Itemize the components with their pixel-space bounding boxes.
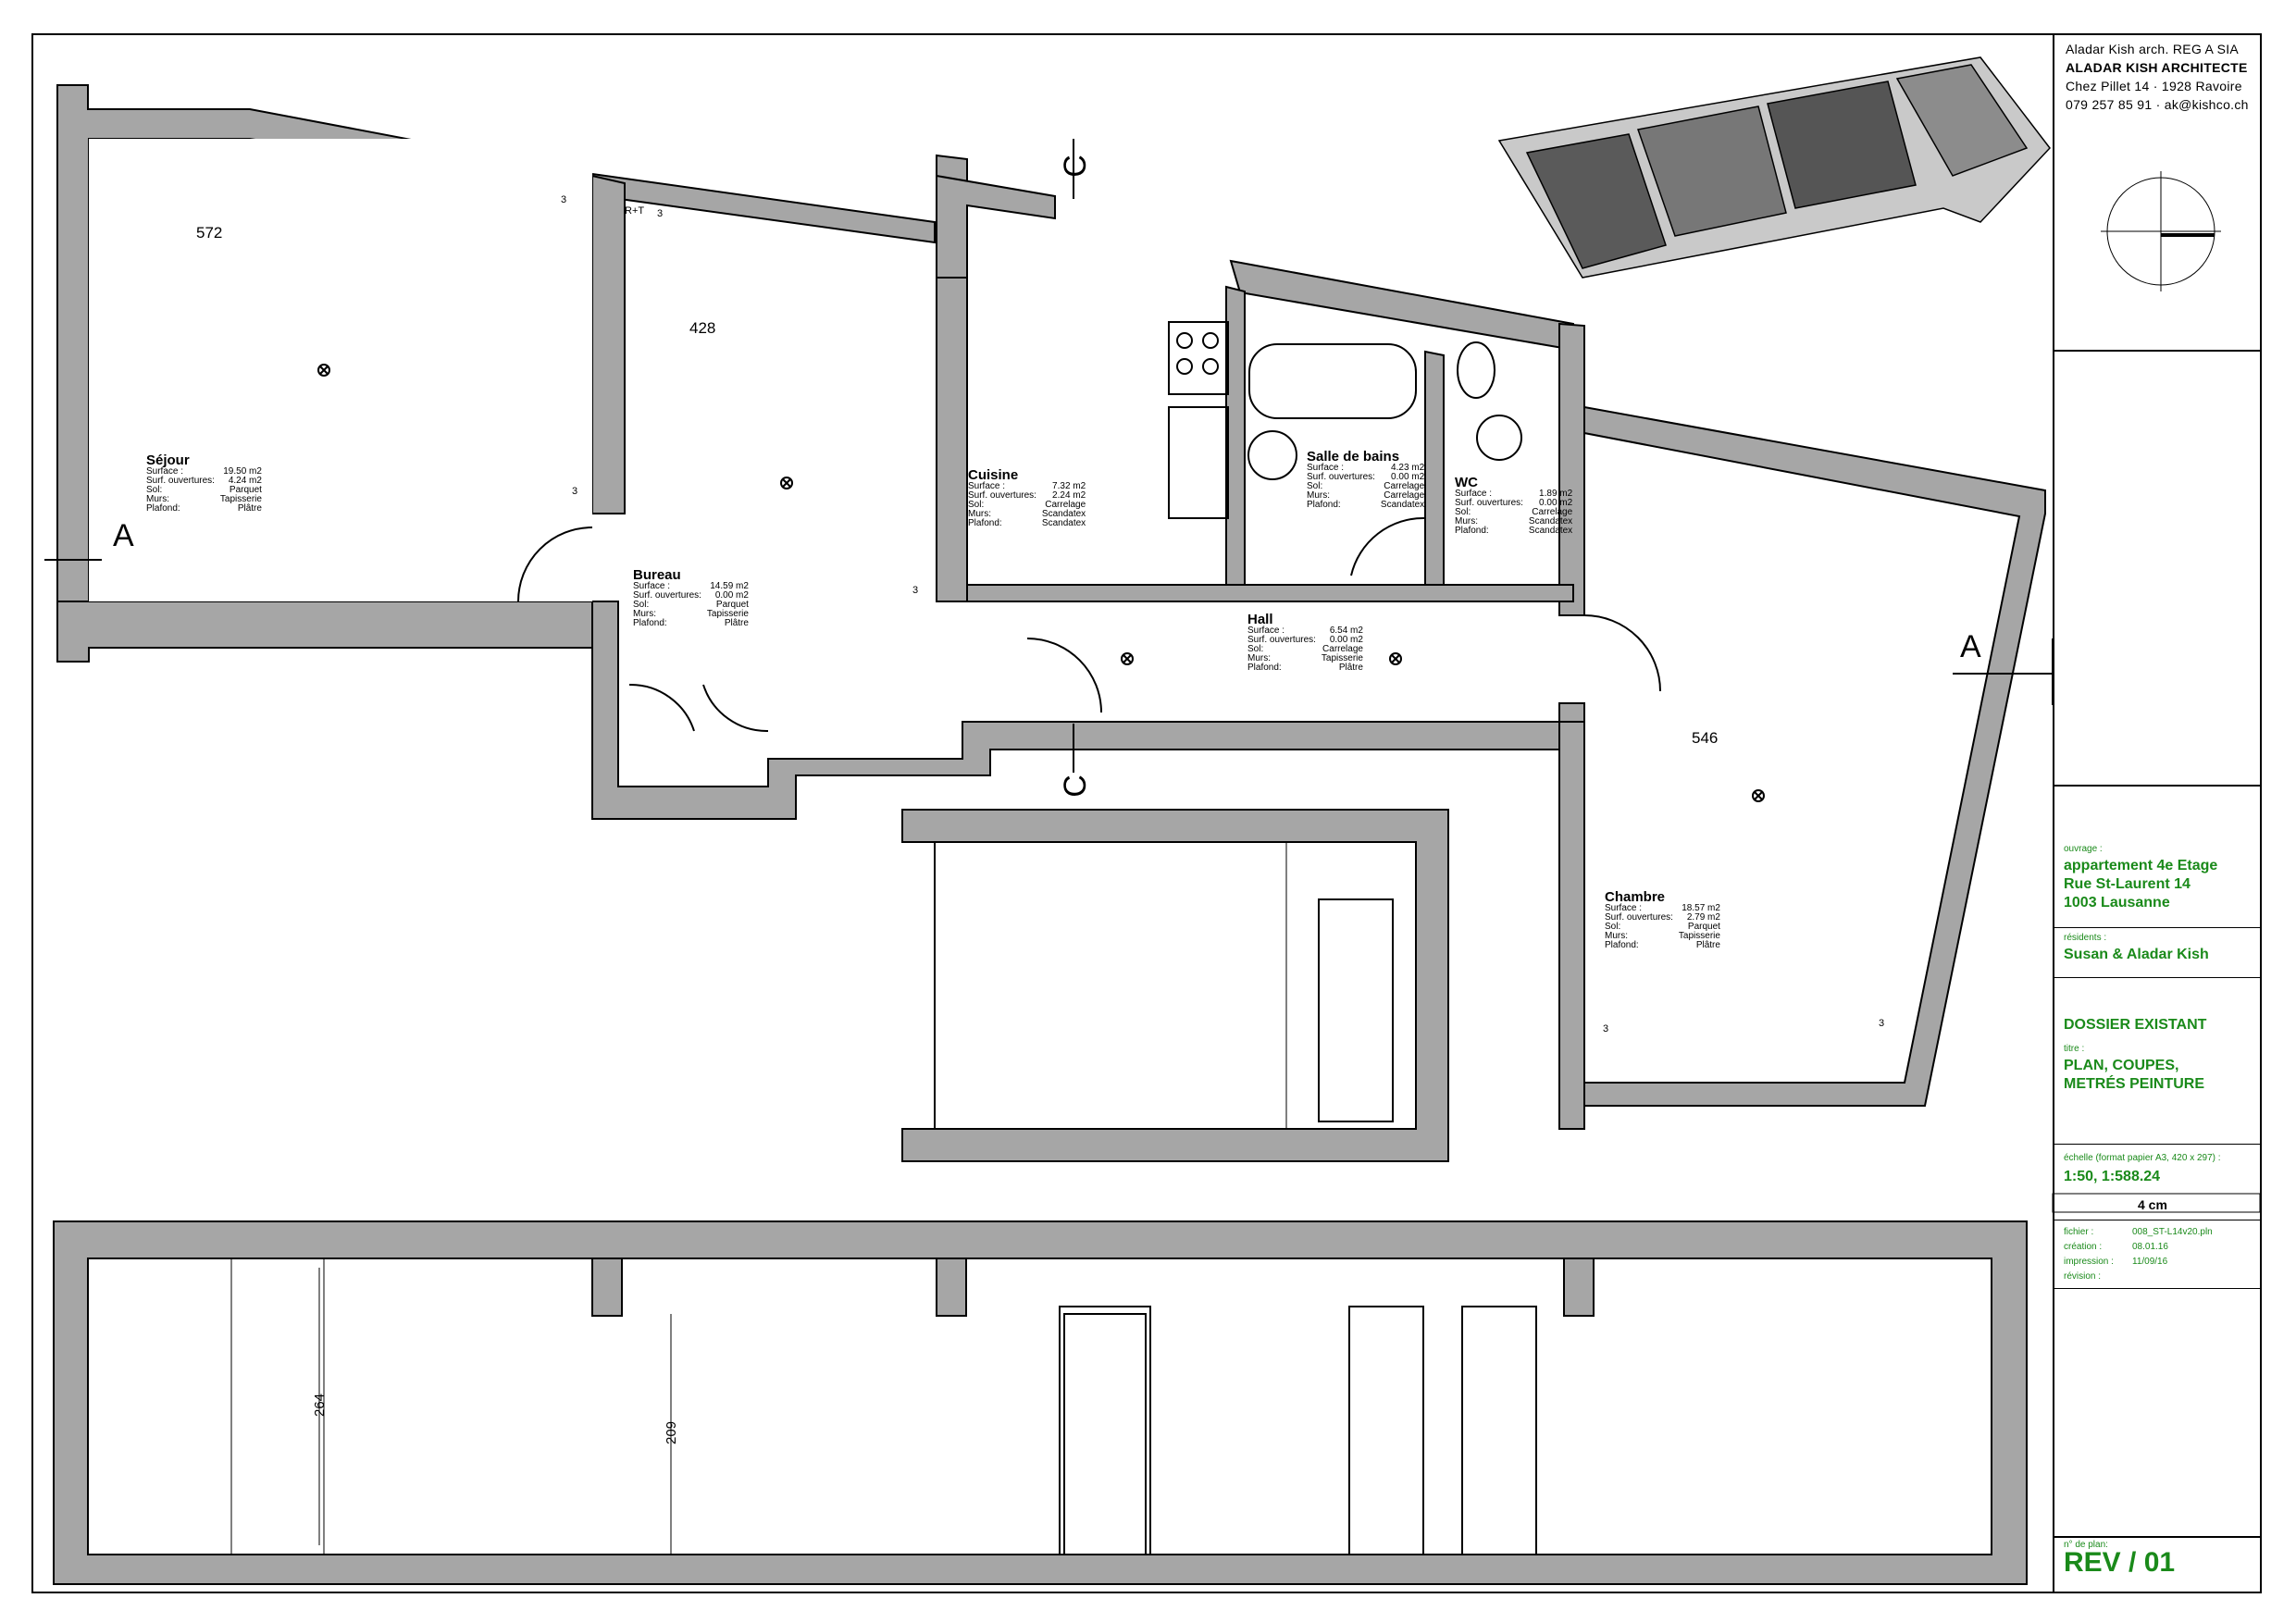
- architect-line-1: Aladar Kish arch. REG A SIA: [2066, 42, 2240, 56]
- toilet: [1457, 341, 1496, 399]
- wall-wc-chambre: [1558, 322, 1585, 616]
- echelle-value: 1:50, 1:588.24: [2064, 1169, 2161, 1184]
- section-a-pillar-1: [591, 1258, 623, 1317]
- wall-kitchen-north: [936, 174, 1056, 279]
- wc-sink: [1476, 415, 1522, 461]
- dim-sejour-length: 572: [196, 224, 223, 242]
- section-mark-c-top: C: [1057, 155, 1093, 178]
- outlet-rt: R+T: [625, 205, 645, 217]
- room-label-hall: Hall Surface :6.54 m2 Surf. ouvertures:0…: [1247, 612, 1363, 673]
- outlet-count: 3: [1879, 1018, 1885, 1029]
- residents-label: résidents :: [2064, 933, 2107, 943]
- room-name: WC: [1455, 475, 1478, 490]
- kitchen-sink: [1168, 406, 1229, 519]
- plan-number-value: REV / 01: [2064, 1547, 2176, 1578]
- ouvrage-line-1: appartement 4e Etage: [2064, 858, 2218, 873]
- room-name: Hall: [1247, 612, 1273, 627]
- section-a-pillar-3: [1563, 1258, 1595, 1317]
- outlet-count: 3: [912, 585, 919, 596]
- room-label-chambre: Chambre Surface :18.57 m2 Surf. ouvertur…: [1605, 889, 1720, 950]
- door-hall-arc: [1026, 638, 1102, 713]
- section-mark-c-bottom: C: [1057, 774, 1093, 798]
- section-a-door-1-inner: [1063, 1313, 1147, 1555]
- impression-value: 11/09/16: [2132, 1257, 2168, 1267]
- section-a-pillar-2: [936, 1258, 967, 1317]
- dossier-value: DOSSIER EXISTANT: [2064, 1017, 2207, 1033]
- residents-value: Susan & Aladar Kish: [2064, 947, 2209, 962]
- titre-label: titre :: [2064, 1044, 2085, 1054]
- wall-bath-wc: [1424, 350, 1445, 586]
- stove: [1168, 321, 1229, 395]
- door-sejour-arc: [517, 527, 593, 602]
- door-bath-arc: [1350, 516, 1426, 576]
- room-name: Séjour: [146, 452, 190, 468]
- isometric-3d-view: [1497, 56, 2051, 279]
- door-chambre-arc: [1583, 614, 1661, 692]
- wall-sejour-south: [56, 601, 593, 663]
- architect-line-2: ALADAR KISH ARCHITECTE: [2066, 60, 2248, 75]
- ouvrage-line-2: Rue St-Laurent 14: [2064, 876, 2191, 892]
- room-label-cuisine: Cuisine Surface :7.32 m2 Surf. ouverture…: [968, 467, 1086, 528]
- room-name: Cuisine: [968, 467, 1019, 483]
- wall-chambre: [1558, 405, 2046, 1107]
- room-sejour-fill: [89, 139, 592, 601]
- echelle-label: échelle (format papier A3, 420 x 297) :: [2064, 1153, 2221, 1163]
- outlet-count: 3: [657, 208, 664, 219]
- wall-partition-sejour-bureau: [591, 174, 626, 514]
- ceiling-light-markers: [317, 364, 1765, 802]
- titre-line-2: METRÉS PEINTURE: [2064, 1076, 2205, 1092]
- bathtub: [1248, 343, 1417, 419]
- outlet-count: 3: [572, 486, 578, 497]
- revision-label: révision :: [2064, 1271, 2102, 1282]
- fichier-label: fichier :: [2064, 1227, 2094, 1237]
- titre-line-1: PLAN, COUPES,: [2064, 1058, 2179, 1073]
- room-label-wc: WC Surface :1.89 m2 Surf. ouvertures:0.0…: [1455, 475, 1573, 536]
- dim-bureau-length: 428: [689, 319, 716, 337]
- room-label-salle-bains: Salle de bains Surface :4.23 m2 Surf. ou…: [1307, 449, 1425, 510]
- section-a-door-2: [1348, 1306, 1424, 1555]
- section-mark-a-right: A: [1960, 629, 1981, 664]
- architect-contact: 079 257 85 91 · ak@kishco.ch: [2066, 97, 2249, 112]
- section-c-door: [1318, 898, 1394, 1122]
- scale-bar-label: 4 cm: [2138, 1197, 2167, 1212]
- room-name: Bureau: [633, 567, 681, 583]
- ouvrage-label: ouvrage :: [2064, 844, 2103, 854]
- drawing-frame: [31, 33, 2262, 1593]
- ouvrage-line-3: 1003 Lausanne: [2064, 895, 2170, 911]
- outlet-count: 3: [561, 194, 567, 205]
- dim-height-209: 209: [664, 1420, 680, 1445]
- outlet-count: 3: [1603, 1023, 1609, 1035]
- architect-address: Chez Pillet 14 · 1928 Ravoire: [2066, 79, 2242, 93]
- plan-number-label: n° de plan:: [2064, 1540, 2108, 1550]
- title-block: Aladar Kish arch. REG A SIA ALADAR KISH …: [2053, 33, 2262, 1593]
- fichier-value: 008_ST-L14v20.pln: [2132, 1227, 2213, 1237]
- dim-height-264: 264: [312, 1393, 329, 1418]
- section-a-inner: [87, 1258, 1992, 1555]
- wall-chambre-west: [1558, 721, 1585, 1130]
- wall-hall-north: [966, 584, 1574, 602]
- section-a-door-3: [1461, 1306, 1537, 1555]
- creation-label: création :: [2064, 1242, 2103, 1252]
- section-c-inner: [934, 841, 1417, 1130]
- impression-label: impression :: [2064, 1257, 2114, 1267]
- dim-chambre-length: 546: [1692, 729, 1719, 747]
- creation-value: 08.01.16: [2132, 1242, 2168, 1252]
- room-name: Salle de bains: [1307, 449, 1400, 465]
- room-label-sejour: Séjour Surface :19.50 m2 Surf. ouverture…: [146, 452, 262, 514]
- wall-bath-north: [1229, 259, 1574, 352]
- section-mark-a-left: A: [113, 518, 134, 553]
- room-name: Chambre: [1605, 889, 1666, 905]
- bath-sink: [1247, 430, 1297, 480]
- room-label-bureau: Bureau Surface :14.59 m2 Surf. ouverture…: [633, 567, 749, 628]
